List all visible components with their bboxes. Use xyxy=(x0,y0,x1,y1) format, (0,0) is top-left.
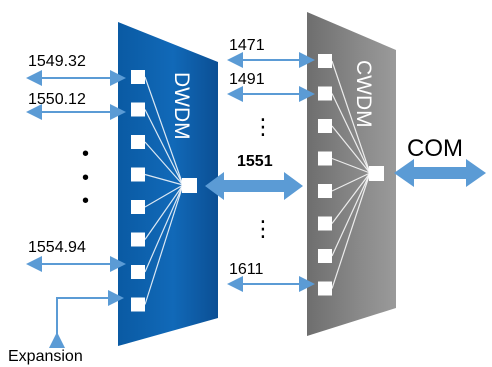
channel-port xyxy=(131,265,145,279)
dwdm-ellipsis-dot: • xyxy=(82,143,89,165)
fan-line xyxy=(144,173,184,186)
link-double-arrow xyxy=(205,172,303,200)
cwdm-channel-label: 1611 xyxy=(229,261,264,278)
channel-port xyxy=(131,70,145,84)
fan-line xyxy=(331,172,371,257)
dwdm-channel-label: 1549.32 xyxy=(28,53,86,70)
fan-line xyxy=(144,141,184,186)
fan-line xyxy=(144,109,184,186)
fan-line xyxy=(144,184,184,273)
fan-line xyxy=(144,76,184,186)
fan-line xyxy=(331,172,371,289)
cwdm-fan-lines xyxy=(331,60,371,289)
fan-line xyxy=(144,184,184,208)
dwdm-label: DWDM xyxy=(170,72,193,140)
channel-port xyxy=(318,184,332,198)
dwdm-fan-lines xyxy=(144,76,184,305)
dwdm-ellipsis-dot: • xyxy=(82,190,89,212)
cwdm-common-port xyxy=(369,166,384,181)
expansion-label: Expansion xyxy=(8,348,83,365)
dwdm-common-port xyxy=(182,178,197,193)
channel-port xyxy=(318,151,332,166)
channel-port xyxy=(318,216,332,231)
com-double-arrow xyxy=(394,159,486,187)
cwdm-ellipsis: ⋮ xyxy=(252,216,274,241)
fan-line xyxy=(331,157,371,174)
channel-port xyxy=(131,297,145,312)
channel-port xyxy=(318,249,332,263)
cwdm-ellipsis: ⋮ xyxy=(252,114,274,139)
fan-line xyxy=(144,184,184,305)
channel-port xyxy=(131,135,145,149)
dwdm-ellipsis-dot: • xyxy=(82,167,89,189)
dwdm-channel-label: 1554.94 xyxy=(28,239,86,256)
cwdm-module: CWDM xyxy=(307,12,396,336)
dwdm-module: DWDM xyxy=(118,22,218,346)
cwdm-label: CWDM xyxy=(352,60,375,128)
fan-line xyxy=(331,172,371,224)
channel-port xyxy=(318,281,332,296)
channel-port xyxy=(131,200,145,214)
dwdm-ports xyxy=(131,70,145,312)
link-label: 1551 xyxy=(237,153,273,170)
fan-line xyxy=(144,184,184,240)
expansion-arrow xyxy=(49,290,124,348)
dwdm-channel-label: 1550.12 xyxy=(28,91,86,108)
channel-port xyxy=(318,86,332,101)
fan-line xyxy=(331,60,371,174)
fan-line xyxy=(331,172,371,192)
channel-port xyxy=(131,102,145,117)
com-label: COM xyxy=(407,135,463,162)
channel-port xyxy=(131,167,145,182)
cwdm-ports xyxy=(318,54,332,296)
channel-port xyxy=(318,54,332,68)
fan-line xyxy=(331,93,371,174)
channel-port xyxy=(131,232,145,247)
cwdm-channel-label: 1491 xyxy=(229,71,265,88)
channel-port xyxy=(318,119,332,133)
fan-line xyxy=(331,125,371,174)
cwdm-channel-label: 1471 xyxy=(229,37,265,54)
